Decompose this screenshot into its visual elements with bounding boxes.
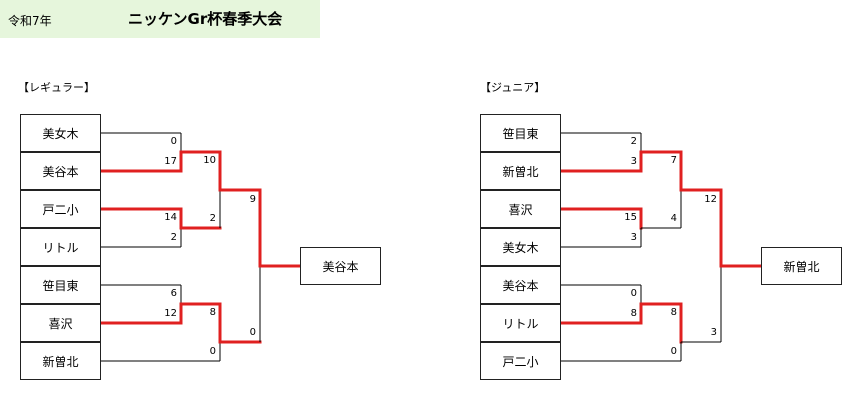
team-slot: 喜沢 [480, 190, 561, 228]
team-slot: 美女木 [480, 228, 561, 266]
score: 0 [209, 346, 216, 357]
team-slot: 戸二小 [20, 190, 101, 228]
champion-box: 美谷本 [300, 247, 381, 285]
era-label: 令和7年 [8, 14, 52, 28]
team-slot: 笹目東 [480, 114, 561, 152]
team-slot: リトル [480, 304, 561, 342]
score: 2 [209, 213, 216, 224]
team-slot: 戸二小 [480, 342, 561, 380]
score: 0 [630, 288, 637, 299]
team-slot: 新曽北 [20, 342, 101, 380]
score: 17 [164, 156, 177, 167]
score: 3 [630, 232, 637, 243]
team-slot: 新曽北 [480, 152, 561, 190]
score: 2 [630, 136, 637, 147]
team-slot: 喜沢 [20, 304, 101, 342]
champion-box: 新曽北 [761, 247, 842, 285]
score: 2 [170, 232, 177, 243]
score: 12 [164, 308, 177, 319]
score: 15 [624, 212, 637, 223]
score: 0 [249, 327, 256, 338]
score: 8 [209, 307, 216, 318]
score: 8 [670, 307, 677, 318]
team-slot: 美女木 [20, 114, 101, 152]
score: 12 [704, 194, 717, 205]
score: 4 [670, 213, 677, 224]
score: 3 [630, 156, 637, 167]
score: 10 [203, 155, 216, 166]
score: 0 [670, 346, 677, 357]
bracket-label-junior: 【ジュニア】 [480, 81, 546, 94]
score: 14 [164, 212, 177, 223]
score: 8 [630, 308, 637, 319]
bracket-label-regular: 【レギュラー】 [18, 81, 95, 94]
score: 3 [710, 327, 717, 338]
team-slot: リトル [20, 228, 101, 266]
score: 9 [249, 194, 256, 205]
tournament-title: ニッケンGr杯春季大会 [128, 10, 283, 28]
team-slot: 美谷本 [20, 152, 101, 190]
score: 7 [670, 155, 677, 166]
title-banner: 令和7年 ニッケンGr杯春季大会 [0, 0, 320, 38]
score: 0 [170, 136, 177, 147]
team-slot: 笹目東 [20, 266, 101, 304]
score: 6 [170, 288, 177, 299]
team-slot: 美谷本 [480, 266, 561, 304]
